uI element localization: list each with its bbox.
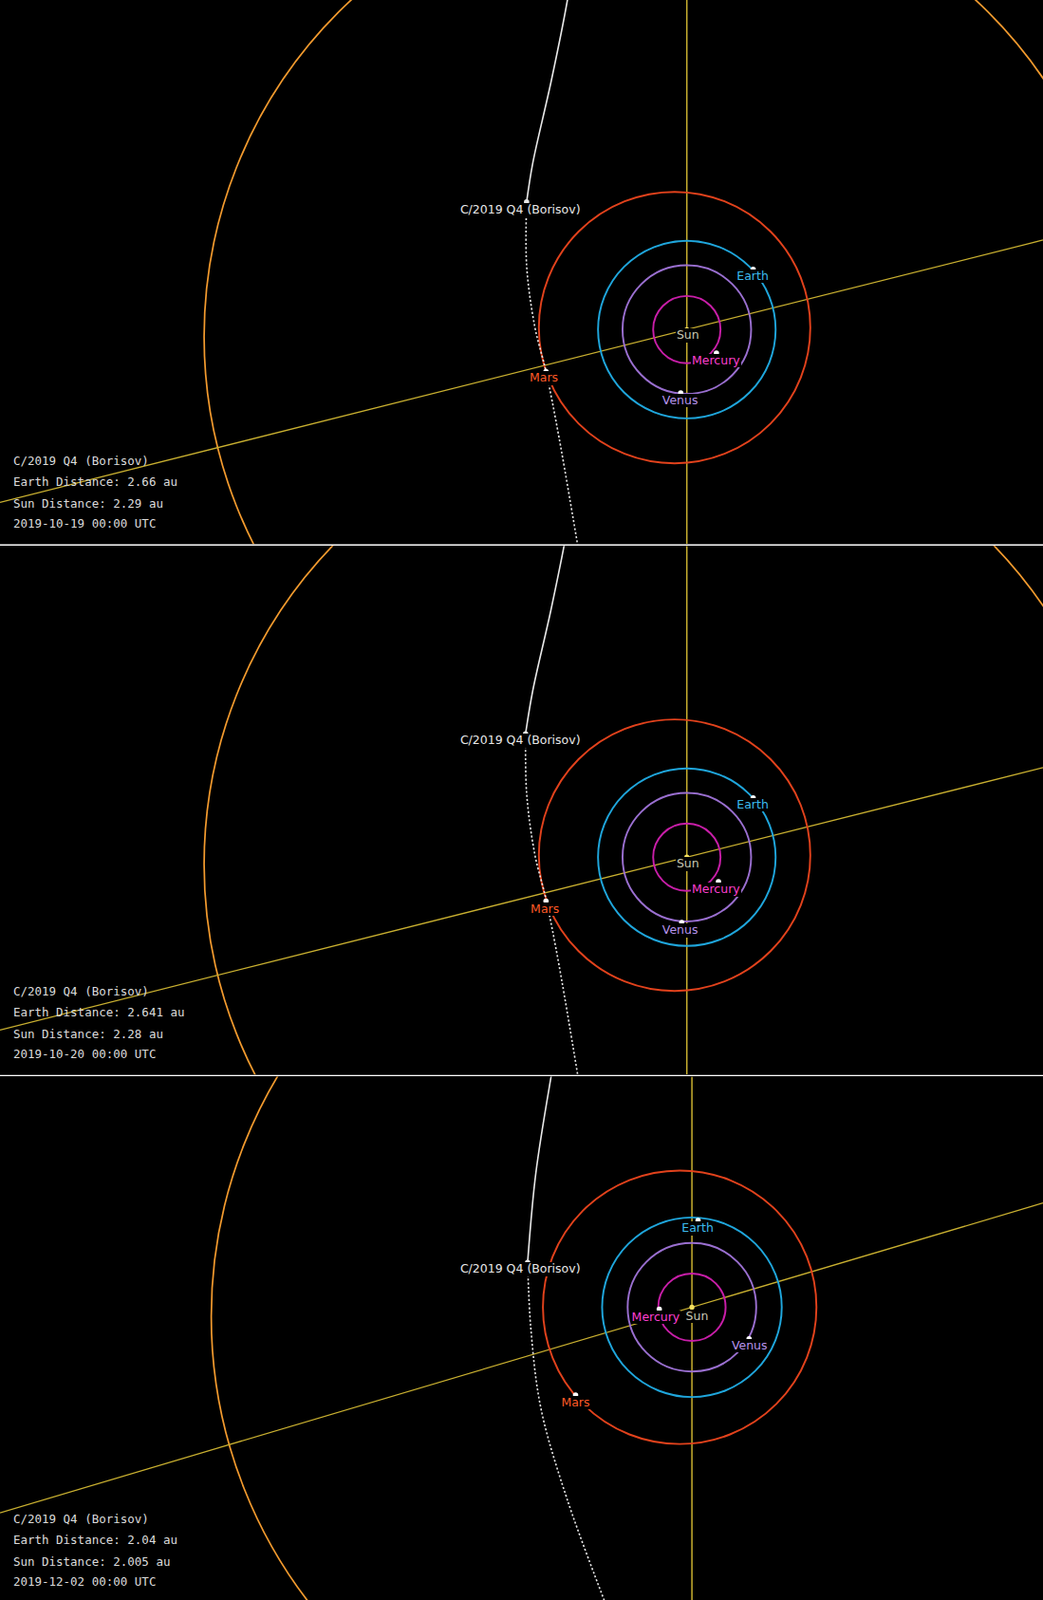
planet-label: Mercury — [690, 353, 742, 368]
panel-separator — [0, 1075, 1043, 1077]
info-text: Sun Distance: 2.29 au — [12, 497, 165, 511]
mercury-orbit — [652, 823, 721, 892]
planet-label: Mercury — [690, 882, 742, 896]
mercury-orbit — [658, 1273, 727, 1341]
planet-label: Venus — [730, 1339, 769, 1353]
comet-label: C/2019 Q4 (Borisov) — [459, 1262, 582, 1276]
orbit-panel — [0, 1076, 1043, 1600]
info-text: 2019-10-20 00:00 UTC — [12, 1047, 158, 1062]
comet-trajectory — [525, 733, 578, 1075]
ecliptic-axis — [0, 1203, 1043, 1513]
planet-label: Venus — [661, 923, 700, 937]
mars-orbit — [539, 719, 811, 991]
comet-trajectory — [525, 545, 578, 734]
comet-trajectory — [527, 1262, 605, 1600]
planet-label: Earth — [735, 269, 770, 283]
jupiter-orbit — [204, 545, 1043, 1075]
info-text: 2019-12-02 00:00 UTC — [12, 1575, 158, 1589]
reference-axis — [686, 545, 689, 1075]
info-text: Sun Distance: 2.005 au — [12, 1555, 172, 1569]
info-text: C/2019 Q4 (Borisov) — [12, 1512, 150, 1527]
sun-label: Sun — [675, 328, 701, 342]
info-text: Earth Distance: 2.641 au — [12, 1005, 187, 1020]
reference-axis — [690, 1076, 693, 1600]
earth-orbit — [597, 768, 776, 947]
info-text: C/2019 Q4 (Borisov) — [12, 985, 150, 999]
orbit-panel — [0, 545, 1043, 1075]
orbit-panel — [0, 0, 1043, 544]
planet-label: Venus — [661, 393, 700, 408]
comet-trajectory — [525, 202, 578, 544]
comet-trajectory — [527, 1076, 561, 1263]
info-text: C/2019 Q4 (Borisov) — [12, 454, 150, 468]
comet-label: C/2019 Q4 (Borisov) — [459, 733, 582, 747]
comet-label: C/2019 Q4 (Borisov) — [459, 203, 582, 217]
venus-orbit — [622, 793, 751, 922]
panel-separator — [0, 544, 1043, 546]
info-text: Earth Distance: 2.04 au — [12, 1533, 179, 1547]
mars-orbit — [539, 191, 811, 464]
sun-label: Sun — [685, 1309, 710, 1323]
ecliptic-axis — [0, 767, 1043, 1030]
planet-label: Mercury — [631, 1310, 682, 1324]
venus-orbit — [622, 265, 751, 394]
planet-label: Mars — [559, 1396, 591, 1410]
earth-orbit — [601, 1217, 782, 1397]
sun-label: Sun — [675, 856, 701, 871]
planet-label: Earth — [735, 798, 770, 812]
planet-label: Mars — [529, 902, 560, 916]
info-text: 2019-10-19 00:00 UTC — [12, 517, 158, 531]
jupiter-orbit — [211, 1076, 1043, 1600]
earth-orbit — [597, 241, 776, 419]
comet-trajectory — [526, 0, 574, 203]
ecliptic-axis — [0, 240, 1043, 503]
info-text: Sun Distance: 2.28 au — [12, 1027, 165, 1042]
info-text: Earth Distance: 2.66 au — [12, 475, 179, 489]
mars-orbit — [542, 1170, 817, 1444]
planet-label: Mars — [528, 371, 559, 385]
planet-label: Earth — [680, 1221, 715, 1235]
